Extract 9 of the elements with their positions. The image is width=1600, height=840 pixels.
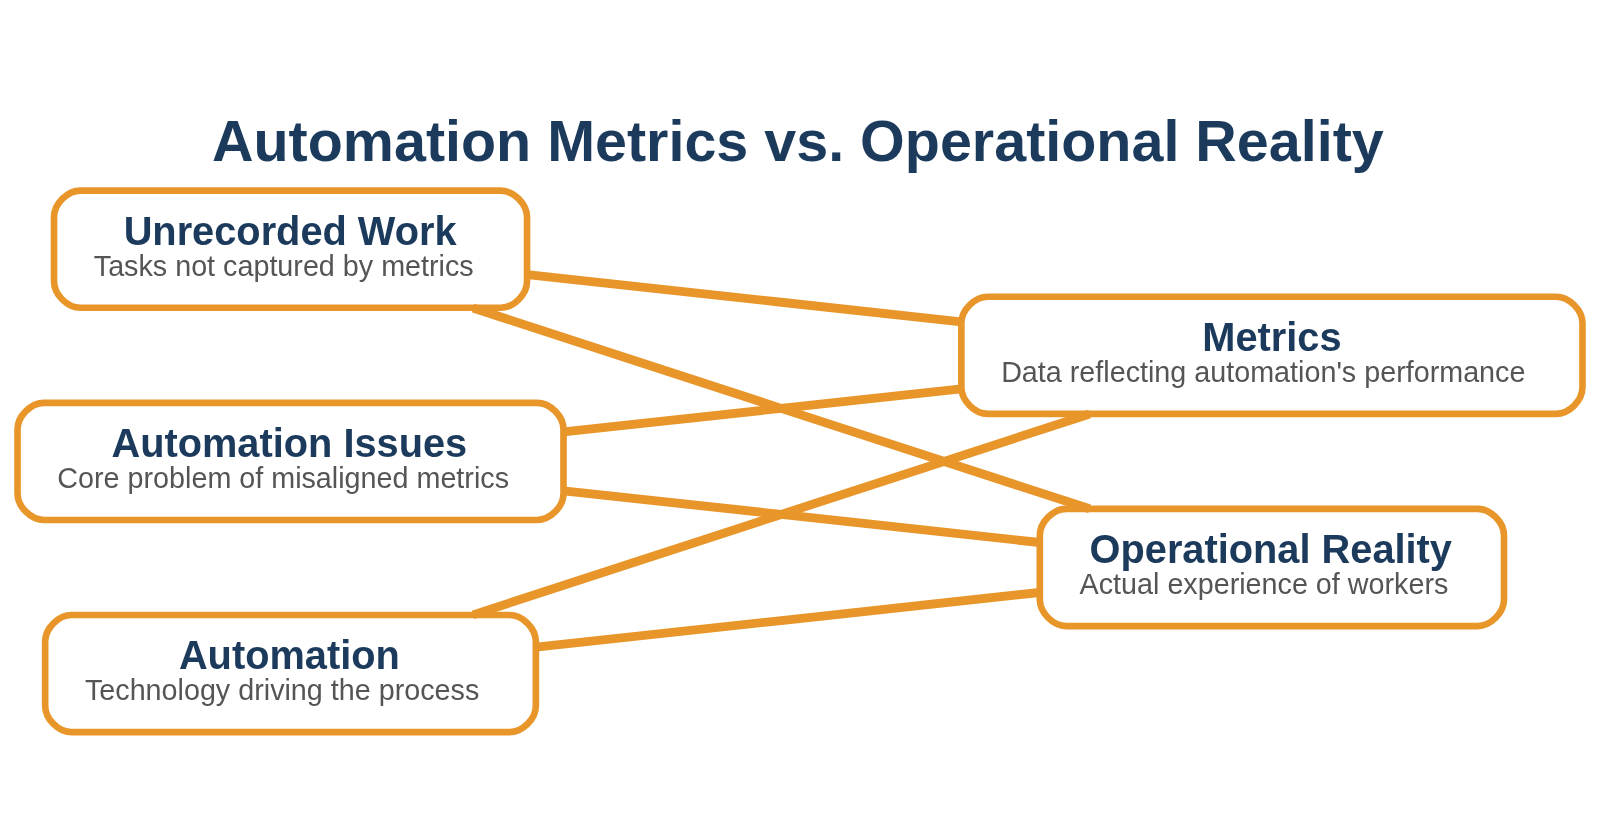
node-box: Operational Reality Actual experience of workers	[1036, 505, 1508, 629]
node-box: Automation Issues Core problem of misaligned metrics	[14, 399, 567, 523]
connector	[471, 303, 1091, 513]
connector	[471, 409, 1091, 619]
connector	[563, 383, 962, 436]
node-box: Metrics Data reflecting automation's performance	[958, 292, 1586, 417]
node-box: Automation Technology driving the process	[41, 611, 540, 735]
diagram-title: Automation Metrics vs. Operational Reality	[212, 108, 1384, 173]
node-box: Unrecorded Work Tasks not captured by metrics	[50, 186, 531, 311]
